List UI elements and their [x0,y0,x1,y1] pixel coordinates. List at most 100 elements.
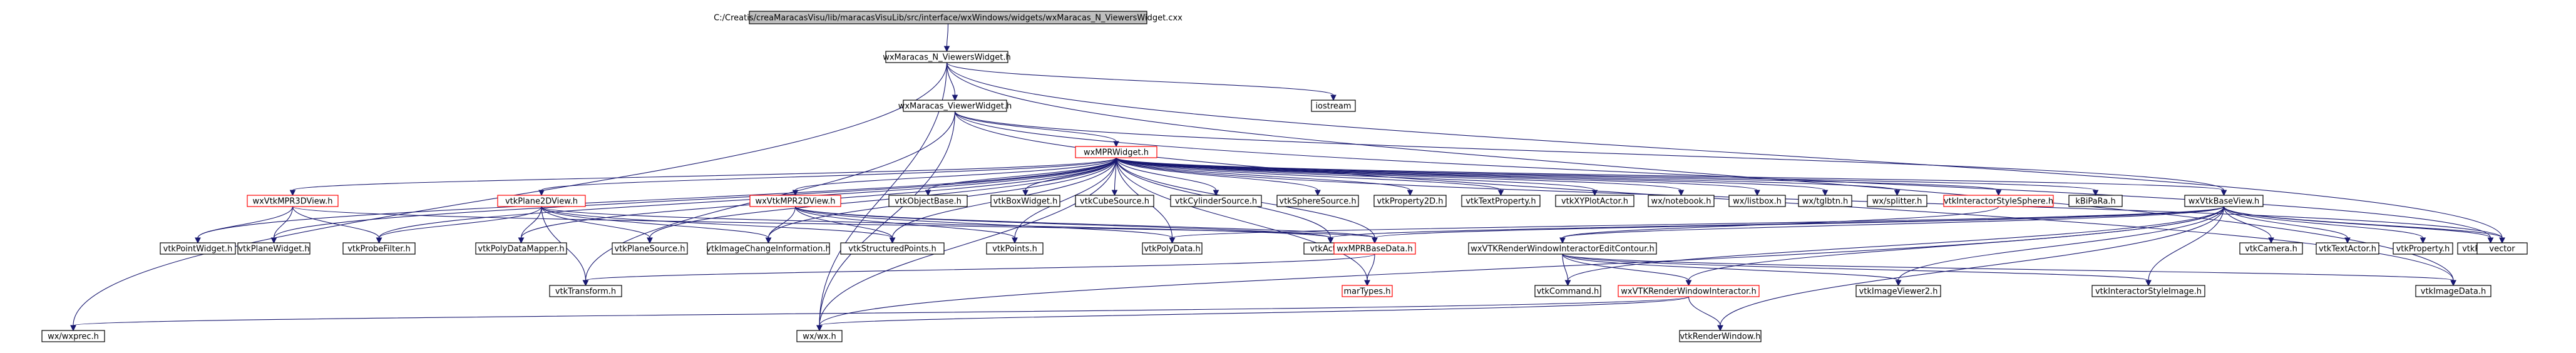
edge-arrowhead [1330,95,1337,101]
edge-mprbasedata-to-transform [582,253,1375,287]
edge-line [197,157,1117,238]
node-nviewers: wxMaracas_N_ViewersWidget.h [883,51,1011,63]
edge-arrowhead [765,237,772,244]
edge-line [73,62,948,326]
node-label: vtkCamera.h [2245,245,2297,254]
edge-vtkbaseview-to-property [2223,206,2426,244]
node-box [2068,195,2123,207]
edge-arrowhead [952,95,958,101]
edge-arrowhead [1364,280,1370,287]
node-box [1555,195,1634,207]
node-box [2393,242,2453,255]
edge-mprwidget-to-interactorsphere [1116,157,2002,197]
node-box [1075,146,1157,158]
edge-line [2223,206,2503,238]
node-box [1679,330,1762,342]
edge-line [946,62,1334,96]
node-label: wxMPRWidget.h [1084,148,1149,158]
edge-arrowhead [1022,190,1029,197]
node-martypes: marTypes.h [1342,285,1393,297]
node-box [749,195,841,207]
edge-arrowhead [889,237,896,244]
edge-arrowhead [1559,237,1566,244]
edge-line [1374,206,2225,238]
edge-line [273,206,294,238]
edge-vtkmpr2d-to-points [794,206,1018,244]
node-spheresource: vtkSphereSource.h [1276,195,1359,207]
edge-line [954,111,1117,142]
edge-line [819,206,2225,326]
edge-plane2d-to-planesource [541,206,653,244]
edge-vtkbaseview-to-textactor [2223,206,2351,244]
node-box [1855,285,1941,297]
node-box [2091,285,2205,297]
edge-nviewers-to-iostream [946,62,1337,101]
edge-arrowhead [289,190,296,197]
edge-line [292,157,1117,191]
node-label: wxMaracas_N_ViewersWidget.h [883,53,1011,63]
edge-line [946,23,949,47]
edge-arrowhead [2145,280,2152,287]
node-label: vtkImageViewer2.h [1859,287,1938,297]
edge-arrowhead [2487,237,2494,244]
edge-arrowhead [538,190,545,197]
node-viewerwidget: wxMaracas_ViewerWidget.h [898,100,1012,112]
edge-line [541,206,769,238]
edge-arrowhead [816,325,823,332]
node-box [2239,242,2303,255]
node-imagedata: vtkImageData.h [2415,285,2491,297]
edge-arrowhead [2499,237,2505,244]
edge-vtkbaseview-to-vector [2223,206,2505,244]
edge-arrowhead [2344,237,2351,244]
edge-vtkbaseview-to-camera [2223,206,2274,244]
node-plane2d: vtkPlane2DView.h [497,195,586,207]
edge-line [1116,157,2225,191]
edge-mprwidget-to-kbpa [1116,157,2099,197]
node-box [903,100,1007,112]
node-interactorimage: vtkInteractorStyleImage.h [2091,285,2205,297]
node-mprbasedata: wxMPRBaseData.h [1333,242,1416,255]
edge-line [1562,253,1899,281]
node-box [1142,242,1203,255]
node-box [1798,195,1852,207]
edge-line [794,206,1332,238]
node-label: wxVtkBaseView.h [2189,197,2260,207]
edge-line [1688,206,2225,281]
edges-layer [70,23,2505,332]
node-box [2476,242,2528,255]
edge-mprwidget-to-property2d [1116,157,1414,197]
node-box [342,242,416,255]
edge-line [292,206,1375,238]
node-box [1075,195,1154,207]
node-box [796,330,843,342]
edge-mprwidget-to-listbox [1116,157,1760,197]
edge-arrowhead [1497,190,1504,197]
edge-mprwidget-to-spheresource [1116,157,1321,197]
edge-line [273,157,1117,238]
node-box [840,242,945,255]
node-polydatamapper: vtkPolyDataMapper.h [475,242,567,255]
node-root: C:/Creatis/creaMaracasVisu/lib/maracasVi… [714,11,1183,24]
edge-arrowhead [70,325,76,332]
edge-line [1367,253,1375,281]
node-camera: vtkCamera.h [2239,242,2303,255]
node-listbox: wx/listbox.h [1728,195,1786,207]
node-label: wxVtkMPR2DView.h [755,197,835,207]
node-label: vtkCommand.h [1537,287,1599,297]
node-box [1943,195,2054,207]
node-vtkbaseview: wxVtkBaseView.h [2184,195,2264,207]
node-iostream: iostream [1311,100,1356,112]
edge-line [1562,206,1999,238]
edge-mprwidget-to-vtkmpr3d [289,157,1117,197]
node-transform: vtkTransform.h [549,285,622,297]
node-label: vtkPolyData.h [1144,245,1200,254]
node-label: vtkPlaneSource.h [615,245,685,254]
edge-arrowhead [270,237,277,244]
edge-arrowhead [1678,190,1685,197]
edge-line [2223,206,2491,238]
edge-arrowhead [1327,237,1334,244]
edge-line [541,206,650,238]
edge-line [946,62,2503,238]
edge-mprwidget-to-objectbase [925,157,1117,197]
node-label: vtkSphereSource.h [1279,197,1356,207]
